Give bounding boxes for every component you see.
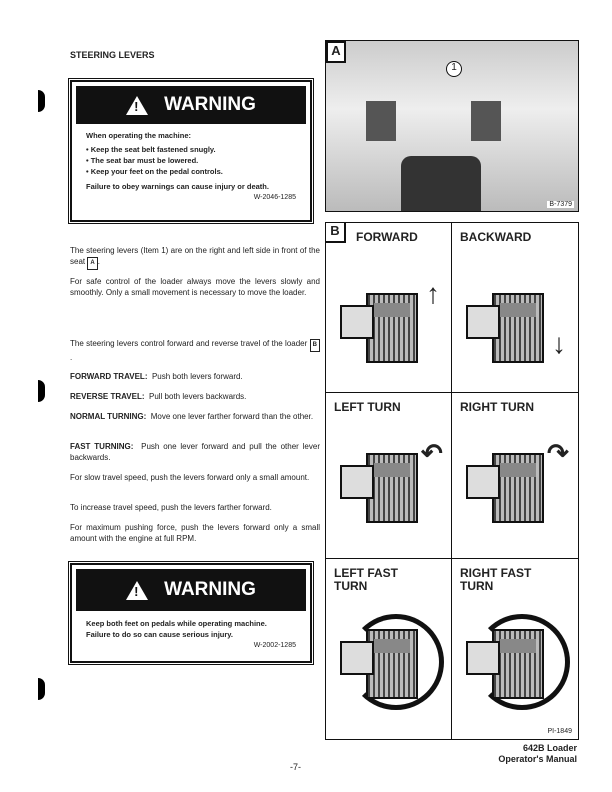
warning-code: W-2046-1285 bbox=[253, 194, 296, 201]
warning-box-2: WARNING Keep both feet on pedals while o… bbox=[70, 563, 312, 663]
figure-label: A bbox=[326, 41, 346, 63]
figure-code: B-7379 bbox=[547, 201, 574, 208]
cell-left-turn: LEFT TURN ↶ bbox=[326, 393, 452, 559]
warning-bullet: • Keep the seat belt fastened snugly. bbox=[86, 145, 216, 154]
cell-backward: BACKWARD ↓ bbox=[452, 223, 578, 393]
warning-line: Keep both feet on pedals while operating… bbox=[86, 619, 267, 628]
paragraph: NORMAL TURNING: Move one lever farther f… bbox=[70, 412, 314, 421]
paragraph: For maximum pushing force, push the leve… bbox=[70, 523, 320, 543]
warning-intro: When operating the machine: bbox=[86, 131, 192, 140]
paragraph: The steering levers (Item 1) are on the … bbox=[70, 245, 320, 270]
cell-forward: B FORWARD ↑ bbox=[326, 223, 452, 393]
warning-footer: Failure to obey warnings can cause injur… bbox=[86, 182, 269, 191]
warning-title: WARNING bbox=[164, 579, 256, 600]
warning-triangle-icon bbox=[126, 580, 149, 600]
seat bbox=[401, 156, 481, 211]
cell-title: RIGHT FAST TURN bbox=[460, 566, 532, 593]
curved-arrow-left-icon: ↶ bbox=[421, 438, 443, 468]
figure-ref-a: A bbox=[87, 257, 98, 270]
left-lever bbox=[366, 101, 396, 141]
warning-box-1: WARNING When operating the machine: • Ke… bbox=[70, 80, 312, 222]
arrow-up-icon: ↑ bbox=[426, 278, 440, 309]
cell-title: BACKWARD bbox=[460, 230, 532, 244]
binding-hole-mark bbox=[38, 678, 45, 700]
page-number: -7- bbox=[290, 762, 301, 772]
figure-code: PI-1849 bbox=[547, 728, 572, 735]
paragraph: FORWARD TRAVEL: Push both levers forward… bbox=[70, 372, 243, 381]
figure-a-cab-photo: A 1 B-7379 bbox=[325, 40, 579, 212]
binding-hole-mark bbox=[38, 380, 45, 402]
warning-bullet: • Keep your feet on the pedal controls. bbox=[86, 167, 223, 176]
warning-triangle-icon bbox=[126, 95, 149, 115]
warning-title: WARNING bbox=[164, 94, 256, 115]
warning-line: Failure to do so can cause serious injur… bbox=[86, 630, 233, 639]
paragraph: The steering levers control forward and … bbox=[70, 338, 320, 363]
cell-title: RIGHT TURN bbox=[460, 400, 534, 414]
paragraph: REVERSE TRAVEL: Pull both levers backwar… bbox=[70, 392, 247, 401]
cell-title: LEFT TURN bbox=[334, 400, 401, 414]
curved-arrow-right-icon: ↷ bbox=[547, 438, 569, 468]
cell-right-fast-turn: RIGHT FAST TURN PI-1849 bbox=[452, 559, 578, 739]
paragraph: For safe control of the loader always mo… bbox=[70, 277, 320, 297]
callout-number: 1 bbox=[446, 61, 462, 77]
section-title: STEERING LEVERS bbox=[70, 50, 155, 60]
warning-bullet: • The seat bar must be lowered. bbox=[86, 156, 199, 165]
cell-left-fast-turn: LEFT FAST TURN bbox=[326, 559, 452, 739]
right-lever bbox=[471, 101, 501, 141]
cell-title: LEFT FAST TURN bbox=[334, 566, 398, 593]
figure-b-grid: B FORWARD ↑ BACKWARD ↓ LEFT TURN ↶ RIGHT… bbox=[325, 222, 579, 740]
cell-title: FORWARD bbox=[356, 230, 418, 244]
arrow-down-icon: ↓ bbox=[552, 328, 566, 359]
paragraph: To increase travel speed, push the lever… bbox=[70, 503, 272, 512]
paragraph: FAST TURNING: Push one lever forward and… bbox=[70, 442, 320, 462]
rotation-arrow-icon bbox=[474, 614, 570, 710]
rotation-arrow-icon bbox=[348, 614, 444, 710]
paragraph: For slow travel speed, push the levers f… bbox=[70, 473, 310, 482]
figure-ref-b: B bbox=[309, 339, 320, 352]
warning-code: W-2002-1285 bbox=[253, 642, 296, 649]
figure-label: B bbox=[326, 223, 346, 243]
binding-hole-mark bbox=[38, 90, 45, 112]
cell-right-turn: RIGHT TURN ↷ bbox=[452, 393, 578, 559]
